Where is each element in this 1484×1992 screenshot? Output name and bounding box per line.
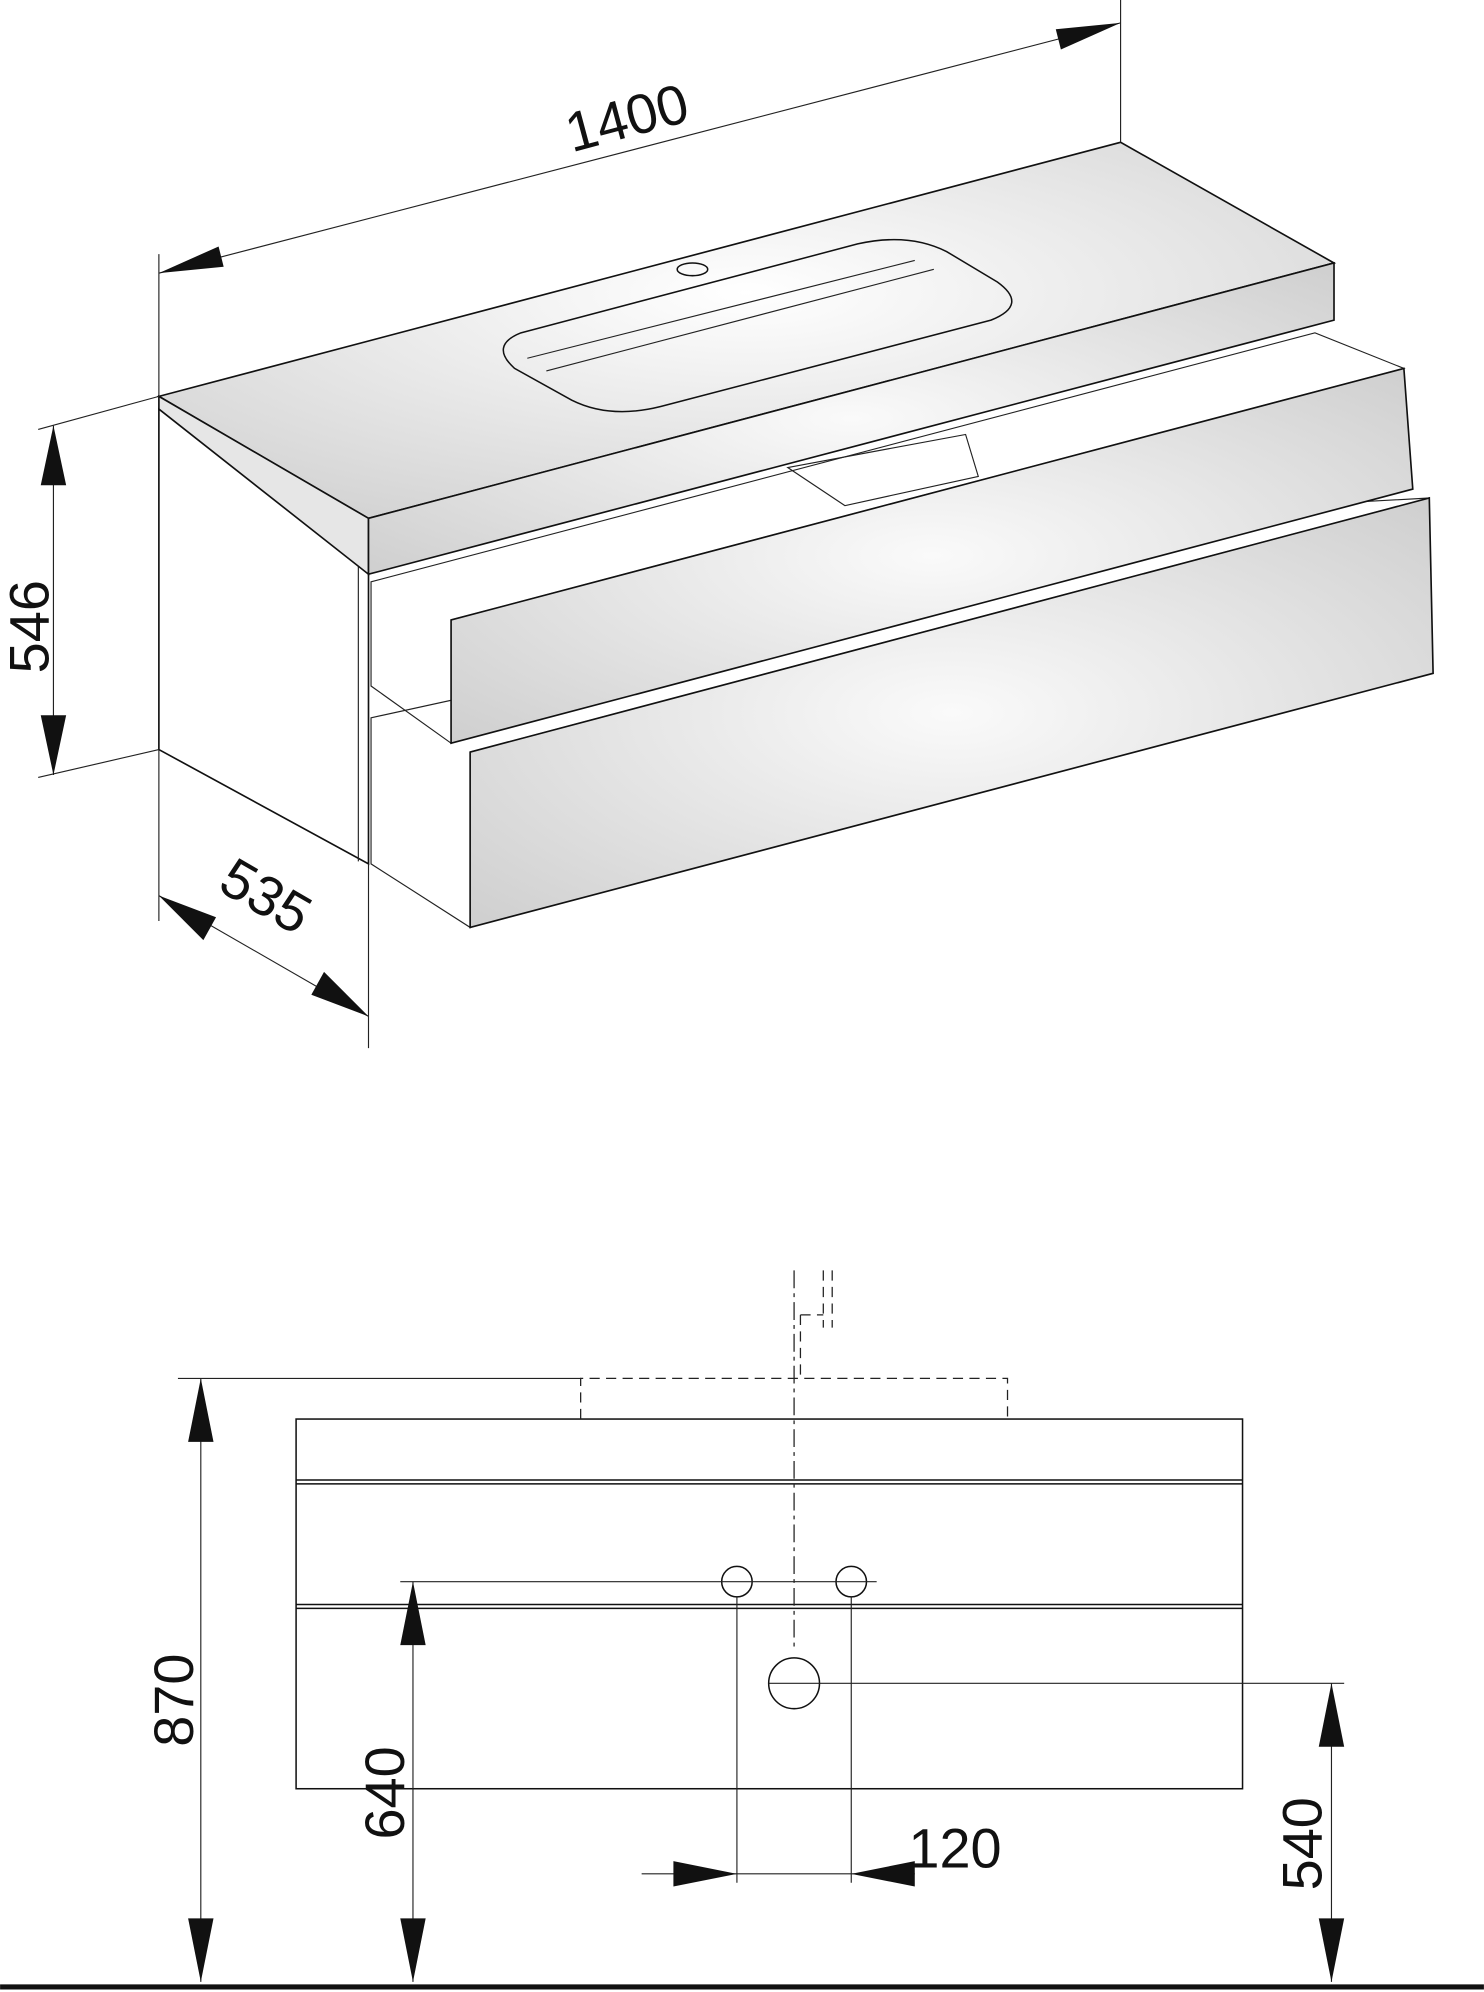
tap-hole: [676, 262, 709, 277]
countertop-front: [367, 261, 1335, 576]
dimension-drain-height: 540: [1270, 1683, 1345, 1982]
sink-basin: [502, 238, 1013, 413]
tap-hidden: [799, 1270, 833, 1379]
dimension-drain-height-label: 540: [1270, 1797, 1333, 1890]
dimension-tap-spacing: 120: [641, 1596, 1002, 1887]
lower-drawer-front: [469, 496, 1434, 929]
sink-bowl-underside: [786, 433, 980, 507]
isometric-view: 1400 546 535: [0, 0, 1434, 1049]
dimension-depth-label: 535: [210, 845, 322, 946]
dimension-height: 546: [0, 395, 160, 779]
dimension-height-label: 546: [0, 580, 60, 673]
upper-drawer-front: [450, 367, 1414, 745]
dimension-tap-spacing-label: 120: [908, 1817, 1001, 1880]
dimension-tap-height: 640: [353, 1581, 426, 1982]
dimension-width-label: 1400: [559, 71, 695, 164]
front-view: 870 640 540 120: [0, 1270, 1484, 1990]
dimension-tap-height-label: 640: [353, 1746, 416, 1839]
dimension-total-height: 870: [142, 1378, 214, 1982]
dimension-total-height-label: 870: [142, 1654, 205, 1747]
